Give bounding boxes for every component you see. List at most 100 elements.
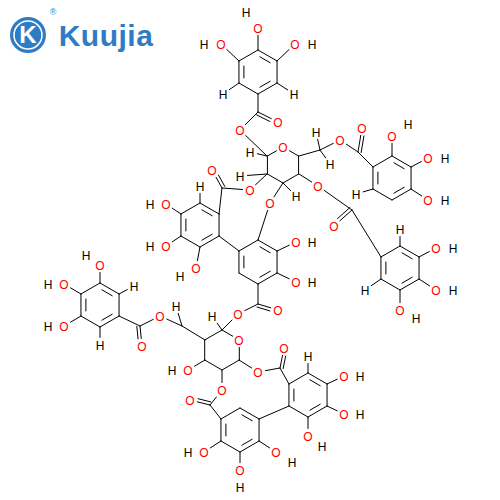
bond-line [255, 174, 267, 185]
bond-line [200, 236, 219, 247]
label-slot: O [272, 113, 283, 131]
bond-line [258, 304, 271, 308]
label-slot: O [234, 121, 245, 139]
bond-line [400, 279, 419, 290]
bond-line [185, 219, 186, 231]
bond-line [242, 439, 252, 445]
bond-line [140, 319, 153, 326]
label-slot: H [307, 273, 318, 291]
bond-line [411, 189, 422, 196]
oxygen-label: O [216, 385, 227, 397]
hydrogen-label: H [360, 285, 371, 297]
bond-line [267, 174, 283, 183]
label-slot: H [395, 220, 406, 238]
oxygen-label: O [244, 185, 255, 197]
hydrogen-label: H [411, 313, 422, 325]
bond-line [283, 174, 299, 183]
label-slot: H [325, 155, 336, 173]
label-slot: O [302, 427, 313, 445]
label-slot: H [355, 367, 366, 385]
hydrogen-label: H [183, 447, 194, 459]
label-slot: H [307, 233, 318, 251]
label-slot: O [160, 195, 171, 213]
hydrogen-label: H [175, 271, 186, 283]
bond-line [181, 203, 200, 214]
oxygen-label: O [233, 335, 244, 347]
hydrogen-label: H [448, 243, 459, 255]
label-slot: O [356, 119, 367, 137]
bond-line [239, 83, 258, 94]
hydrogen-label: H [95, 340, 106, 352]
bond-line [320, 143, 333, 150]
bond-line [385, 262, 386, 274]
bond-line [238, 251, 239, 273]
bond-line [100, 283, 119, 294]
label-slot: H [351, 185, 362, 203]
bond-line [81, 316, 100, 327]
label-slot: O [272, 301, 283, 319]
bond-line [239, 348, 240, 361]
bond-line [277, 49, 290, 61]
bond-line [257, 307, 270, 311]
label-slot: O [338, 367, 349, 385]
hydrogen-label: H [43, 279, 54, 291]
hydrogen-label: H [235, 482, 246, 494]
bond-line [411, 167, 412, 189]
bond-line [257, 154, 267, 156]
bond-line [361, 136, 364, 153]
label-slot: Kuujia [59, 21, 154, 51]
hydrogen-label: H [287, 457, 298, 469]
hydrogen-label: H [289, 89, 300, 101]
bond-line [119, 294, 120, 316]
label-slot: H [145, 195, 156, 213]
label-slot: O [264, 194, 275, 212]
bond-line [373, 156, 392, 167]
label-slot: O [94, 256, 105, 274]
label-slot: O [215, 35, 226, 53]
bond-line [238, 61, 239, 83]
bond-line [265, 368, 280, 371]
bond-line [258, 240, 277, 251]
label-slot: O [182, 361, 193, 379]
bond-line [137, 326, 138, 339]
bond-line [240, 441, 259, 452]
oxygen-label: O [234, 125, 245, 137]
oxygen-label: O [215, 39, 226, 51]
bond-line [226, 49, 239, 61]
label-slot: H [355, 405, 366, 423]
bond-line [274, 183, 283, 197]
bond-line [289, 151, 298, 156]
bond-line [240, 452, 241, 463]
hydrogen-label: H [43, 321, 54, 333]
hydrogen-label: H [307, 39, 318, 51]
bond-line [419, 252, 429, 257]
bond-line [202, 234, 212, 240]
bond-line [119, 316, 140, 326]
bond-line [400, 290, 401, 303]
label-slot: O [270, 443, 281, 461]
label-slot: H [43, 275, 54, 293]
label-slot: H [303, 347, 314, 365]
bond-line [394, 163, 404, 169]
bond-line [239, 50, 258, 61]
bond-line [280, 355, 283, 368]
oxygen-label: O [334, 135, 345, 147]
bond-line [280, 368, 289, 384]
oxygen-label: O [184, 395, 195, 407]
bond-line [299, 150, 320, 156]
bond-line [100, 273, 101, 284]
bond-line [70, 316, 81, 322]
bond-line [222, 319, 233, 330]
bond-line [247, 174, 267, 175]
label-slot: H [235, 167, 246, 185]
hydrogen-label: H [145, 199, 156, 211]
label-slot: O [422, 149, 433, 167]
label-slot: O [184, 391, 195, 409]
label-slot: H [235, 478, 246, 496]
hydrogen-label: H [355, 409, 366, 421]
bond-line [260, 57, 270, 63]
bond-line [197, 247, 200, 261]
bond-line [102, 314, 112, 320]
label-slot: O [289, 35, 300, 53]
bond-line [210, 405, 221, 419]
